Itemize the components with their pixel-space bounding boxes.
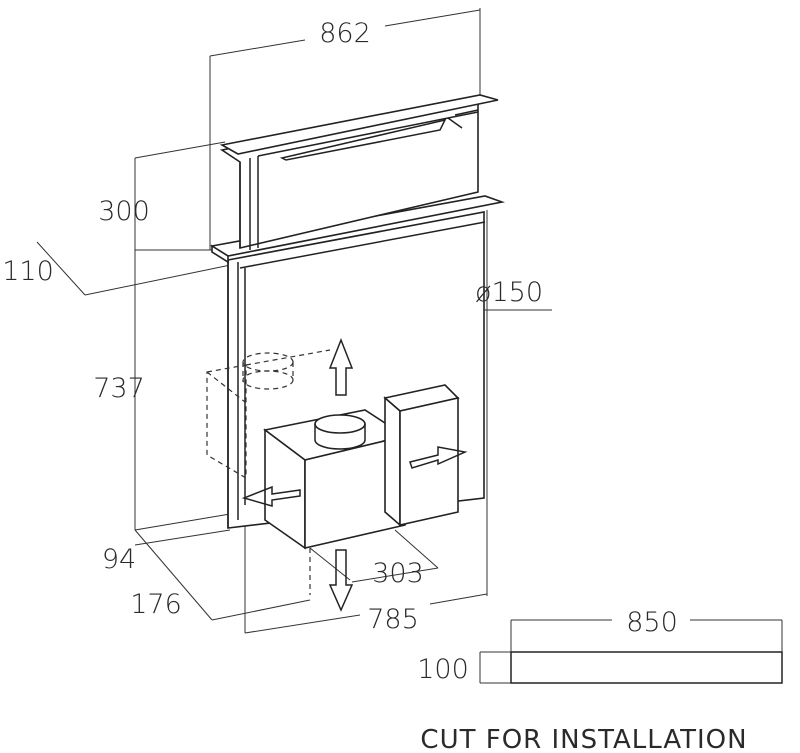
dim-diameter: ø150 [475,277,543,308]
dim-862: 862 [319,18,371,49]
dim-94: 94 [102,544,136,575]
airflow-arrows [241,337,468,612]
dim-300: 300 [98,196,150,227]
dimension-lines [36,8,552,634]
dim-176: 176 [130,589,182,620]
motor-box [263,409,407,550]
dim-850: 850 [626,607,678,638]
dim-100: 100 [417,654,469,685]
dim-303: 303 [372,558,424,589]
dimension-labels: 862 300 110 737 ø150 94 176 303 785 850 … [2,18,678,685]
dim-110: 110 [2,256,54,287]
filter-box [383,384,460,527]
dim-737: 737 [93,373,145,404]
caption-cut-for-installation: CUT FOR INSTALLATION [420,725,747,753]
ghost-motor [206,349,331,595]
dim-785: 785 [367,604,419,635]
cutout-drawing [479,619,783,684]
